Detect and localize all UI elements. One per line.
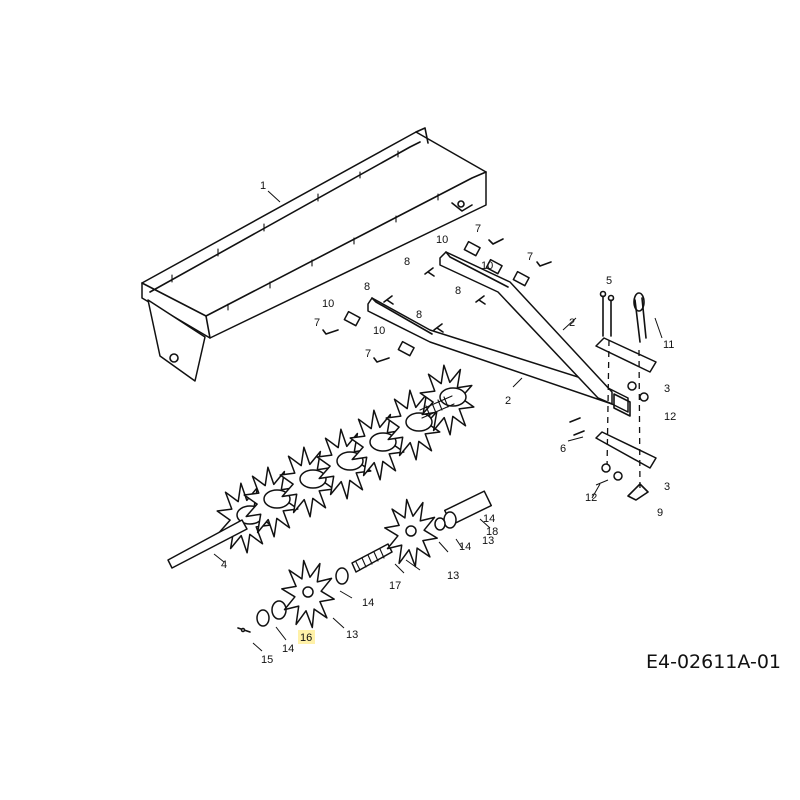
callout-number: 7 [365, 348, 371, 360]
callout-number: 13 [482, 535, 494, 547]
callout-number: 8 [404, 256, 410, 268]
callout-number: 10 [481, 260, 493, 272]
callout-number: 7 [475, 223, 481, 235]
callout-number: 3 [664, 383, 670, 395]
callout-number: 2 [505, 395, 511, 407]
callout-number: 10 [322, 298, 334, 310]
callout-number: 15 [261, 654, 273, 666]
spike-wheel [384, 498, 438, 568]
part-axle [167, 519, 248, 569]
drum-spring-sleeve [419, 395, 455, 419]
hardware-frame [322, 238, 552, 363]
callout-number: 13 [447, 570, 459, 582]
spike-wheel [349, 409, 405, 481]
callout-number: 7 [527, 251, 533, 263]
highlight-box [298, 630, 315, 644]
callout-number: 5 [606, 275, 612, 287]
callout-number: 8 [416, 309, 422, 321]
callout-number: 14 [459, 541, 471, 553]
part-tow-frame [367, 251, 631, 417]
callout-number: 8 [364, 281, 370, 293]
part-exploded-row [237, 490, 493, 652]
callout-number: 6 [560, 443, 566, 455]
part-hitch [567, 290, 663, 501]
callout-number: 9 [657, 507, 663, 519]
part-spike-drum [216, 364, 475, 554]
callout-number: 2 [569, 317, 575, 329]
callout-number: 12 [585, 492, 597, 504]
callout-number: 14 [282, 643, 294, 655]
callout-number: 14 [362, 597, 374, 609]
callout-number: 4 [221, 559, 227, 571]
callout-number: 1 [260, 180, 266, 192]
spike-wheel [281, 559, 335, 629]
callout-number: 3 [664, 481, 670, 493]
spike-wheel [419, 364, 475, 436]
callout-number: 18 [486, 526, 498, 538]
callout-highlighted: 16 [300, 632, 312, 644]
callout-number: 11 [663, 339, 674, 351]
callout-number: 14 [483, 513, 495, 525]
callout-number: 13 [346, 629, 358, 641]
callout-number: 10 [436, 234, 448, 246]
drawing-code: E4-02611A-01 [646, 651, 781, 673]
callout-number: 8 [455, 285, 461, 297]
part-tray [141, 127, 487, 382]
spike-wheel [385, 389, 441, 461]
callout-number: 7 [314, 317, 320, 329]
callout-number: 12 [664, 411, 676, 423]
callout-number: 10 [373, 325, 385, 337]
spike-wheel [279, 446, 335, 518]
callout-number: 17 [389, 580, 401, 592]
